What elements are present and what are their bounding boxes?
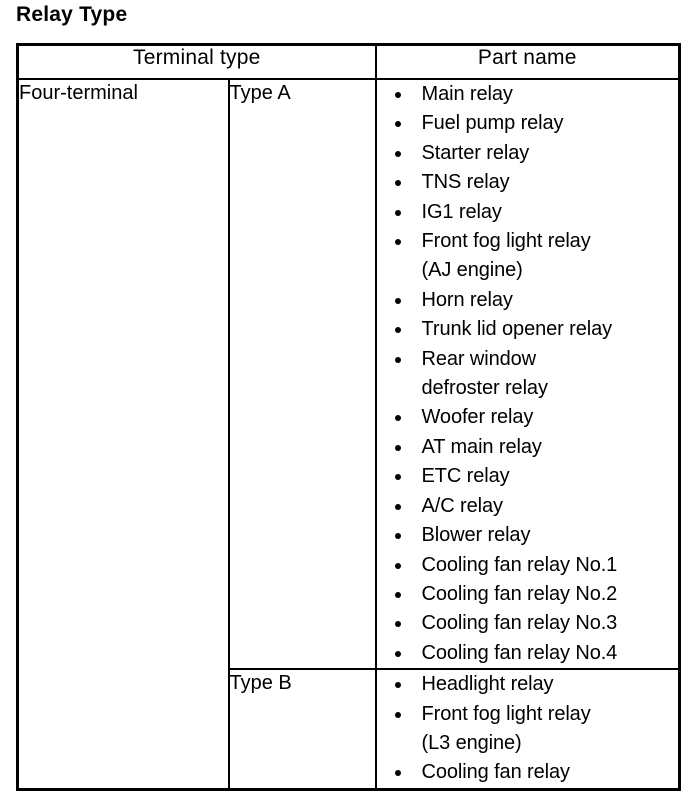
list-item: Cooling fan relay No.2 bbox=[377, 580, 679, 609]
relay-type-page: Relay Type Terminal type Part name Four-… bbox=[16, 3, 682, 791]
cell-type-a-label: Type A bbox=[227, 77, 377, 671]
header-row: Terminal type Part name bbox=[16, 43, 681, 80]
list-item: Cooling fan relay bbox=[377, 758, 679, 787]
list-item: Headlight relay bbox=[377, 670, 679, 699]
list-item: TNS relay bbox=[377, 168, 679, 197]
page-title: Relay Type bbox=[16, 3, 128, 26]
list-item: Main relay bbox=[377, 80, 679, 109]
list-item: A/C relay bbox=[377, 492, 679, 521]
list-item: Cooling fan relay No.1 bbox=[377, 551, 679, 580]
list-item: AT main relay bbox=[377, 433, 679, 462]
list-item: ETC relay bbox=[377, 462, 679, 491]
table-header: Terminal type Part name bbox=[16, 43, 681, 80]
list-item: IG1 relay bbox=[377, 198, 679, 227]
list-item: Blower relay bbox=[377, 521, 679, 550]
list-item: Starter relay bbox=[377, 139, 679, 168]
list-item: Woofer relay bbox=[377, 403, 679, 432]
column-header-terminal-type: Terminal type bbox=[16, 43, 377, 80]
list-item: Front fog light relay (AJ engine) bbox=[377, 227, 679, 286]
list-item: Horn relay bbox=[377, 286, 679, 315]
list-item: Rear window defroster relay bbox=[377, 345, 679, 404]
list-item: Cooling fan relay No.4 bbox=[377, 639, 679, 668]
list-item: Front fog light relay (L3 engine) bbox=[377, 700, 679, 759]
list-item: Fuel pump relay bbox=[377, 109, 679, 138]
cell-type-b-label: Type B bbox=[227, 668, 377, 791]
relay-type-table: Terminal type Part name Four-terminal Ty… bbox=[16, 43, 682, 791]
list-item: Cooling fan relay No.3 bbox=[377, 609, 679, 638]
cell-terminal-four-terminal: Four-terminal bbox=[16, 77, 230, 791]
list-item: Trunk lid opener relay bbox=[377, 315, 679, 344]
column-header-part-name: Part name bbox=[374, 43, 681, 80]
